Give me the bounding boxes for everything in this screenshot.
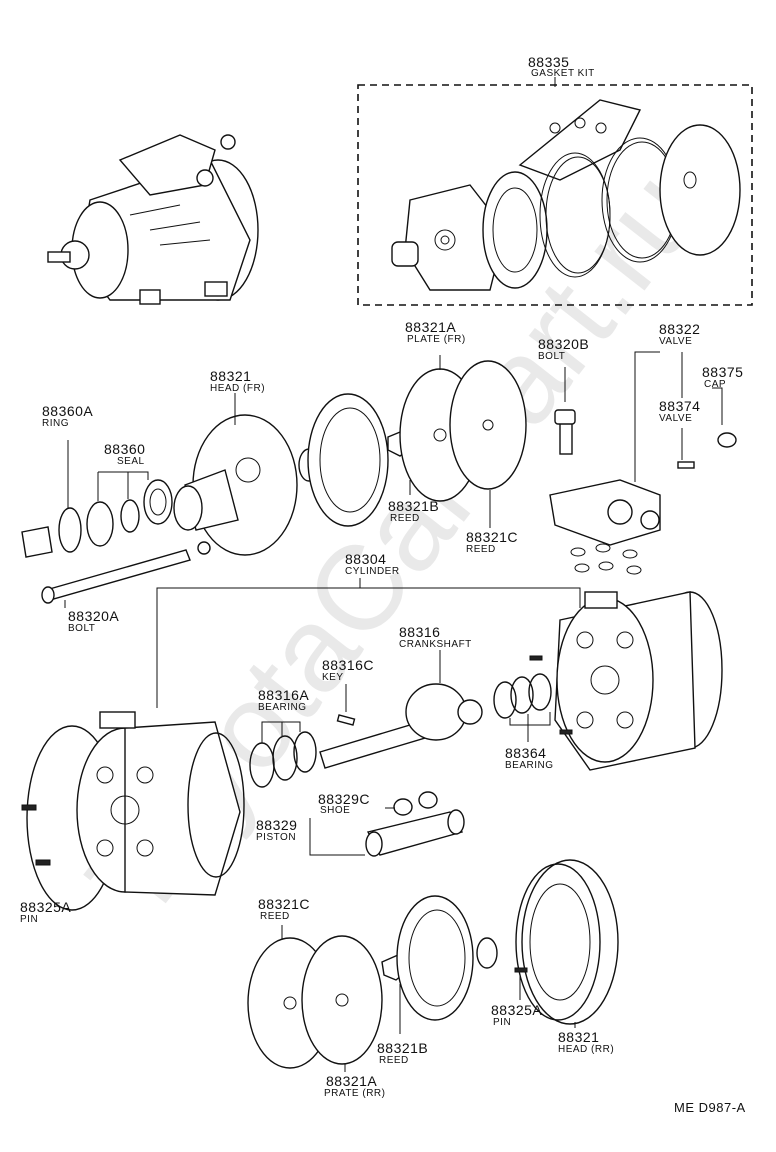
ring-name: RING xyxy=(42,418,69,429)
bolt-b-name: BOLT xyxy=(538,351,566,362)
front-head-part xyxy=(173,393,298,556)
head-fr-name: HEAD (FR) xyxy=(210,383,266,394)
seal-ring-parts xyxy=(21,440,173,558)
crankshaft-name: CRANKSHAFT xyxy=(399,639,472,650)
piston-shoe-parts xyxy=(309,791,465,857)
reed-rr-b-number: 88321B xyxy=(377,1040,429,1056)
pin-left-name: PIN xyxy=(20,914,39,925)
seal-number: 88360 xyxy=(104,441,146,457)
rear-head-part xyxy=(514,859,619,1028)
bolt-a-name: BOLT xyxy=(68,623,96,634)
valve2-number: 88374 xyxy=(659,398,701,414)
rear-cylinder-part xyxy=(554,591,723,771)
reed-rr-b-name: REED xyxy=(379,1055,409,1066)
rear-valve-plates xyxy=(247,895,498,1072)
valve-assembly xyxy=(549,351,737,575)
ring-number: 88360A xyxy=(42,403,94,419)
piston-name: PISTON xyxy=(256,832,297,843)
cap-name: CAP xyxy=(704,379,727,390)
crankshaft-part xyxy=(319,650,483,769)
bearing-a-parts xyxy=(249,721,317,788)
valve2-name: VALVE xyxy=(659,413,693,424)
bolt-a-part xyxy=(41,541,211,608)
piston-number: 88329 xyxy=(256,817,298,833)
plate-fr-name: PLATE (FR) xyxy=(407,334,466,345)
valve-name: VALVE xyxy=(659,336,693,347)
reed-fr-c-number: 88321C xyxy=(466,529,519,545)
cylinder-number: 88304 xyxy=(345,551,387,567)
bearing-364-name: BEARING xyxy=(505,760,554,771)
head-fr-number: 88321 xyxy=(210,368,252,384)
front-valve-plates xyxy=(298,355,527,528)
plate-rr-name: PRATE (RR) xyxy=(324,1088,386,1099)
crankshaft-number: 88316 xyxy=(399,624,441,640)
bearing-a-name: BEARING xyxy=(258,702,307,713)
pin-right-number: 88325A xyxy=(491,1002,543,1018)
assembled-compressor-illustration xyxy=(47,134,259,305)
plate-rr-number: 88321A xyxy=(326,1073,378,1089)
gasket-kit-parts xyxy=(391,99,741,291)
bearing-a-number: 88316A xyxy=(258,687,310,703)
head-rr-name: HEAD (RR) xyxy=(558,1044,615,1055)
pin-right-name: PIN xyxy=(493,1017,512,1028)
reed-rr-c-number: 88321C xyxy=(258,896,311,912)
cylinder-name: CYLINDER xyxy=(345,566,400,577)
gasket-kit-name: GASKET KIT xyxy=(531,68,595,79)
head-rr-number: 88321 xyxy=(558,1029,600,1045)
reed-fr-c-name: REED xyxy=(466,544,496,555)
bolt-b-part xyxy=(554,367,576,455)
bearing-364-number: 88364 xyxy=(505,745,547,761)
reed-rr-c-name: REED xyxy=(260,911,290,922)
key-name: KEY xyxy=(322,672,344,683)
key-number: 88316C xyxy=(322,657,375,673)
front-cylinder-part xyxy=(21,711,245,911)
cylinder-leader xyxy=(156,587,581,708)
shoe-name: SHOE xyxy=(320,805,351,816)
reed-fr-b-name: REED xyxy=(390,513,420,524)
gasket-kit-number: 88335 xyxy=(528,54,570,70)
plate-fr-number: 88321A xyxy=(405,319,457,335)
bolt-b-number: 88320B xyxy=(538,336,590,352)
bolt-a-number: 88320A xyxy=(68,608,120,624)
seal-name: SEAL xyxy=(117,456,145,467)
cap-number: 88375 xyxy=(702,364,744,380)
shoe-number: 88329C xyxy=(318,791,371,807)
pin-left-number: 88325A xyxy=(20,899,72,915)
reed-fr-b-number: 88321B xyxy=(388,498,440,514)
bearing-364-parts xyxy=(493,655,573,742)
figure-code: ME D987-A xyxy=(674,1100,746,1115)
valve-number: 88322 xyxy=(659,321,701,337)
